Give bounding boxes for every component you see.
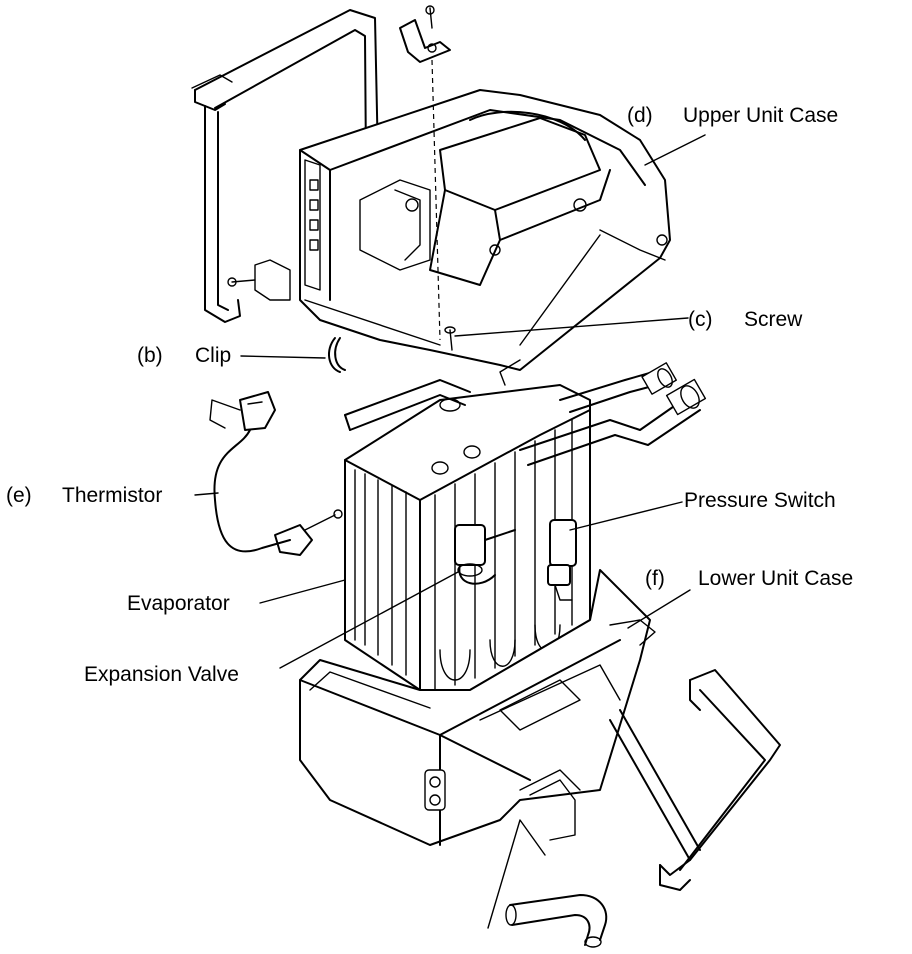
label-clip-text: Clip — [195, 344, 231, 367]
leader-lines — [194, 134, 706, 929]
label-letter-e: (e) — [6, 484, 32, 507]
label-lower-unit-case: (f) Lower Unit Case — [645, 567, 853, 590]
label-letter-d: (d) — [627, 104, 653, 127]
thermistor — [209, 391, 343, 556]
label-screw: (c) Screw — [688, 308, 803, 331]
label-pressure-switch: Pressure Switch — [684, 489, 836, 512]
label-letter-b: (b) — [137, 344, 163, 367]
label-evaporator: Evaporator — [127, 592, 230, 615]
label-expansion-valve-text: Expansion Valve — [84, 663, 239, 686]
label-lower-unit-case-text: Lower Unit Case — [698, 567, 853, 590]
label-pressure-switch-text: Pressure Switch — [684, 489, 836, 512]
label-screw-text: Screw — [744, 308, 803, 331]
lower-bracket-frame — [609, 669, 781, 891]
label-upper-unit-case-text: Upper Unit Case — [683, 104, 838, 127]
label-expansion-valve: Expansion Valve — [84, 663, 239, 686]
evaporator — [344, 362, 707, 691]
label-letter-f: (f) — [645, 567, 665, 590]
top-mount-bracket — [399, 5, 451, 63]
upper-unit-case — [227, 59, 671, 386]
screw — [444, 326, 456, 351]
expansion-valve — [454, 524, 516, 585]
lower-unit-case — [299, 569, 656, 846]
clip — [328, 337, 346, 373]
label-thermistor-text: Thermistor — [62, 484, 162, 507]
drain-hose — [505, 894, 608, 948]
label-letter-c: (c) — [688, 308, 713, 331]
label-thermistor: (e) Thermistor — [6, 484, 162, 507]
label-clip: (b) Clip — [137, 344, 231, 367]
label-upper-unit-case: (d) Upper Unit Case — [627, 104, 838, 127]
label-evaporator-text: Evaporator — [127, 592, 230, 615]
pressure-switch — [547, 519, 577, 601]
